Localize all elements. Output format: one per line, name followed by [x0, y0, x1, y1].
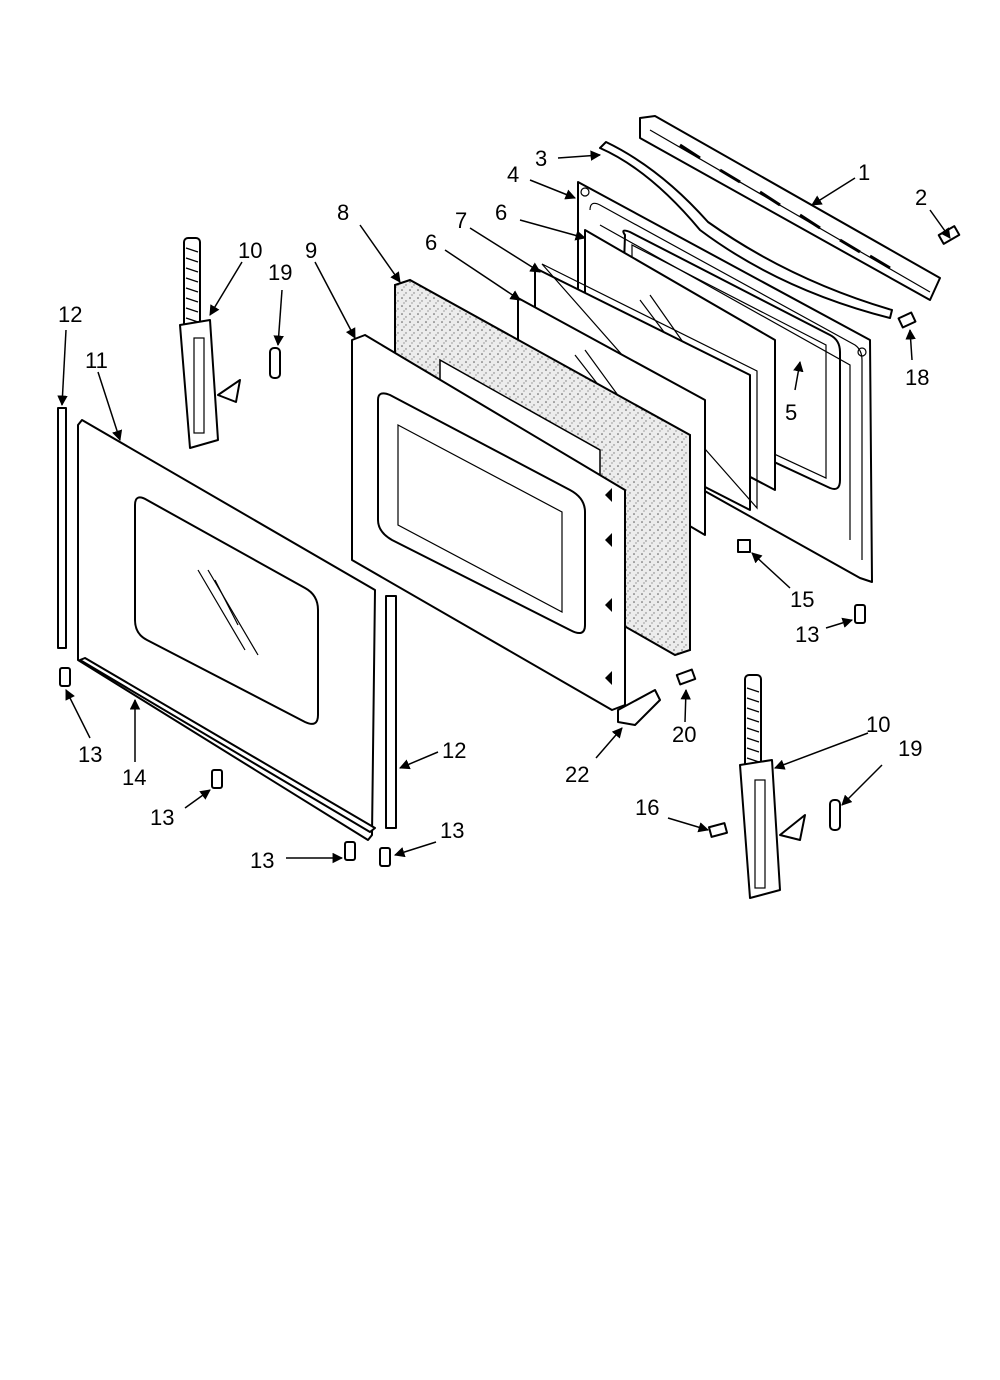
callout-13-bottom-right: 13	[440, 818, 464, 843]
callout-22: 22	[565, 762, 589, 787]
part-22-bracket	[617, 689, 661, 726]
part-16-screw	[707, 822, 729, 838]
part-19-shim-left	[269, 347, 281, 379]
part-9-door-liner	[351, 334, 626, 711]
part-12-side-trim-left	[57, 407, 67, 649]
part-10-hinge-right	[739, 674, 806, 899]
callout-1: 1	[858, 160, 870, 185]
callout-3: 3	[535, 146, 547, 171]
callout-19-left: 19	[268, 260, 292, 285]
part-18-screw	[897, 311, 917, 329]
callout-13-left: 13	[78, 742, 102, 767]
callout-15: 15	[790, 587, 814, 612]
callout-7: 7	[455, 208, 467, 233]
callout-16: 16	[635, 795, 659, 820]
callout-12-left: 12	[58, 302, 82, 327]
callout-4: 4	[507, 162, 519, 187]
callout-9: 9	[305, 238, 317, 263]
callout-8: 8	[337, 200, 349, 225]
part-11-outer-door-panel	[77, 419, 376, 841]
callout-6-upper: 6	[495, 200, 507, 225]
leader-lines	[57, 150, 951, 864]
part-13-screws	[59, 604, 866, 867]
callout-18: 18	[905, 365, 929, 390]
callout-14: 14	[122, 765, 146, 790]
callout-13-right: 13	[795, 622, 819, 647]
callout-10-left: 10	[238, 238, 262, 263]
callout-5: 5	[785, 400, 797, 425]
callout-6-lower: 6	[425, 230, 437, 255]
callout-10-right: 10	[866, 712, 890, 737]
part-12-side-trim-right	[385, 595, 397, 829]
callout-19-right: 19	[898, 736, 922, 761]
callout-13-bottom-left: 13	[150, 805, 174, 830]
part-2-screw	[937, 225, 961, 245]
callout-12-right: 12	[442, 738, 466, 763]
callout-11: 11	[85, 348, 108, 373]
callout-13-bottom: 13	[250, 848, 274, 873]
part-20-screw	[675, 668, 697, 686]
callout-20: 20	[672, 722, 696, 747]
part-1-vent-trim	[639, 115, 941, 301]
part-3-vent-baffle	[599, 141, 893, 319]
part-19-shim-right	[829, 799, 841, 831]
callouts: 1 2 3 4 5 6 6 7 8 9 10 10 11 12 12 13 13…	[58, 146, 929, 873]
part-14-bottom-trim	[79, 657, 376, 833]
part-10-hinge-left	[179, 237, 241, 449]
callout-2: 2	[915, 185, 927, 210]
part-15-clip	[737, 539, 751, 553]
